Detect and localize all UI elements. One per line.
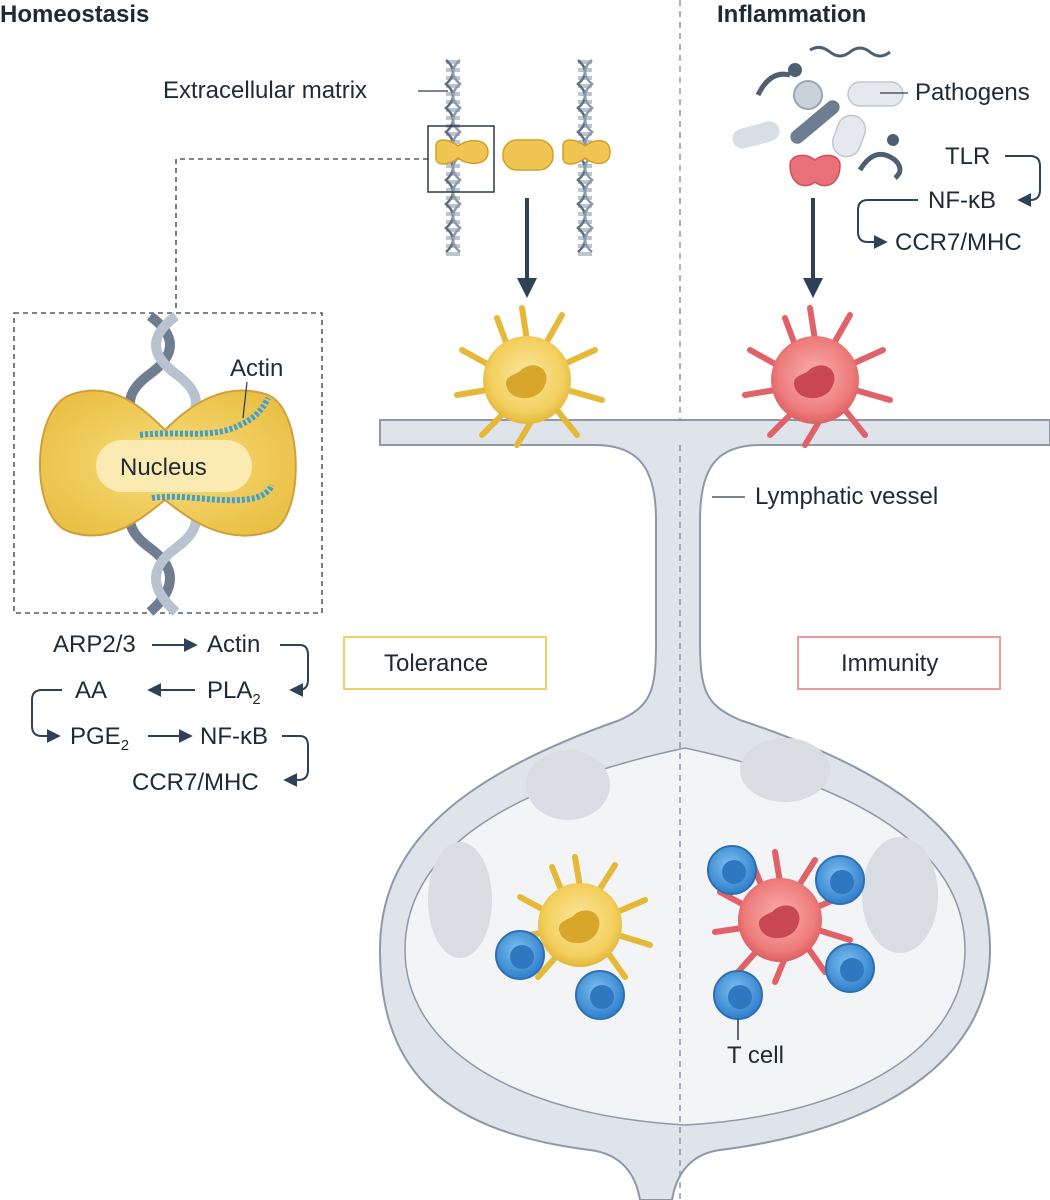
- actin-filament: [151, 483, 275, 504]
- dendritic-cell-immunogenic: [742, 305, 893, 448]
- label-t-cell: T cell: [727, 1042, 784, 1069]
- activated-dc-small: [789, 154, 841, 187]
- background-cell: [740, 738, 830, 802]
- label-immunity: Immunity: [841, 650, 938, 677]
- zoom-panel: Actin Nucleus: [13, 311, 323, 616]
- t-cell: [713, 970, 763, 1020]
- node-nfkb-left: NF-κB: [200, 723, 268, 750]
- squeezed-dc: [562, 139, 611, 165]
- t-cell: [575, 970, 625, 1020]
- pathway-left: ARP2/3 Actin PLA2 AA PGE2 NF-κB CCR7/MHC: [31, 631, 309, 796]
- node-ccr7-right: CCR7/MHC: [895, 229, 1022, 256]
- migrating-dc: [502, 139, 554, 171]
- background-cell: [862, 837, 938, 953]
- node-actin: Actin: [207, 631, 260, 658]
- background-cell: [428, 842, 492, 958]
- t-cell: [495, 930, 545, 980]
- t-cell: [815, 855, 865, 905]
- label-lymphatic-vessel: Lymphatic vessel: [755, 483, 938, 510]
- node-tlr: TLR: [945, 143, 990, 170]
- label-pathogens: Pathogens: [915, 79, 1030, 106]
- arrow: [282, 735, 309, 787]
- arrow: [1005, 155, 1041, 207]
- background-cell: [526, 750, 610, 820]
- label-tolerance: Tolerance: [384, 650, 488, 677]
- lymphatic-vessel: [378, 419, 1050, 1200]
- node-arp23: ARP2/3: [53, 631, 136, 658]
- arrow: [857, 199, 918, 249]
- leader-line: [242, 381, 248, 419]
- label-actin: Actin: [230, 355, 283, 382]
- tolerance-box: [343, 636, 547, 690]
- node-aa: AA: [75, 677, 107, 704]
- zoom-panel-frame: [13, 312, 323, 614]
- zoom-connector: [175, 158, 428, 312]
- node-nfkb-right: NF-κB: [928, 187, 996, 214]
- arrow: [31, 689, 62, 743]
- extracellular-matrix: [427, 59, 611, 260]
- pathway-right: TLR NF-κB CCR7/MHC: [857, 143, 1041, 256]
- t-cell: [825, 943, 875, 993]
- immunity-box: [797, 636, 1001, 690]
- label-extracellular-matrix: Extracellular matrix: [163, 77, 367, 104]
- pathogens: [732, 45, 904, 187]
- squeezed-dc: [435, 139, 489, 165]
- t-cell: [707, 845, 757, 895]
- node-pge2: PGE2: [70, 723, 129, 754]
- actin-filament: [139, 396, 271, 438]
- dendritic-cell-tolerogenic: [454, 305, 605, 448]
- label-nucleus: Nucleus: [120, 454, 207, 481]
- nucleus: [96, 440, 252, 492]
- node-ccr7-left: CCR7/MHC: [132, 769, 259, 796]
- header-homeostasis: Homeostasis: [0, 1, 149, 28]
- node-pla2: PLA2: [207, 677, 261, 708]
- arrow: [280, 644, 309, 697]
- header-inflammation: Inflammation: [717, 1, 866, 28]
